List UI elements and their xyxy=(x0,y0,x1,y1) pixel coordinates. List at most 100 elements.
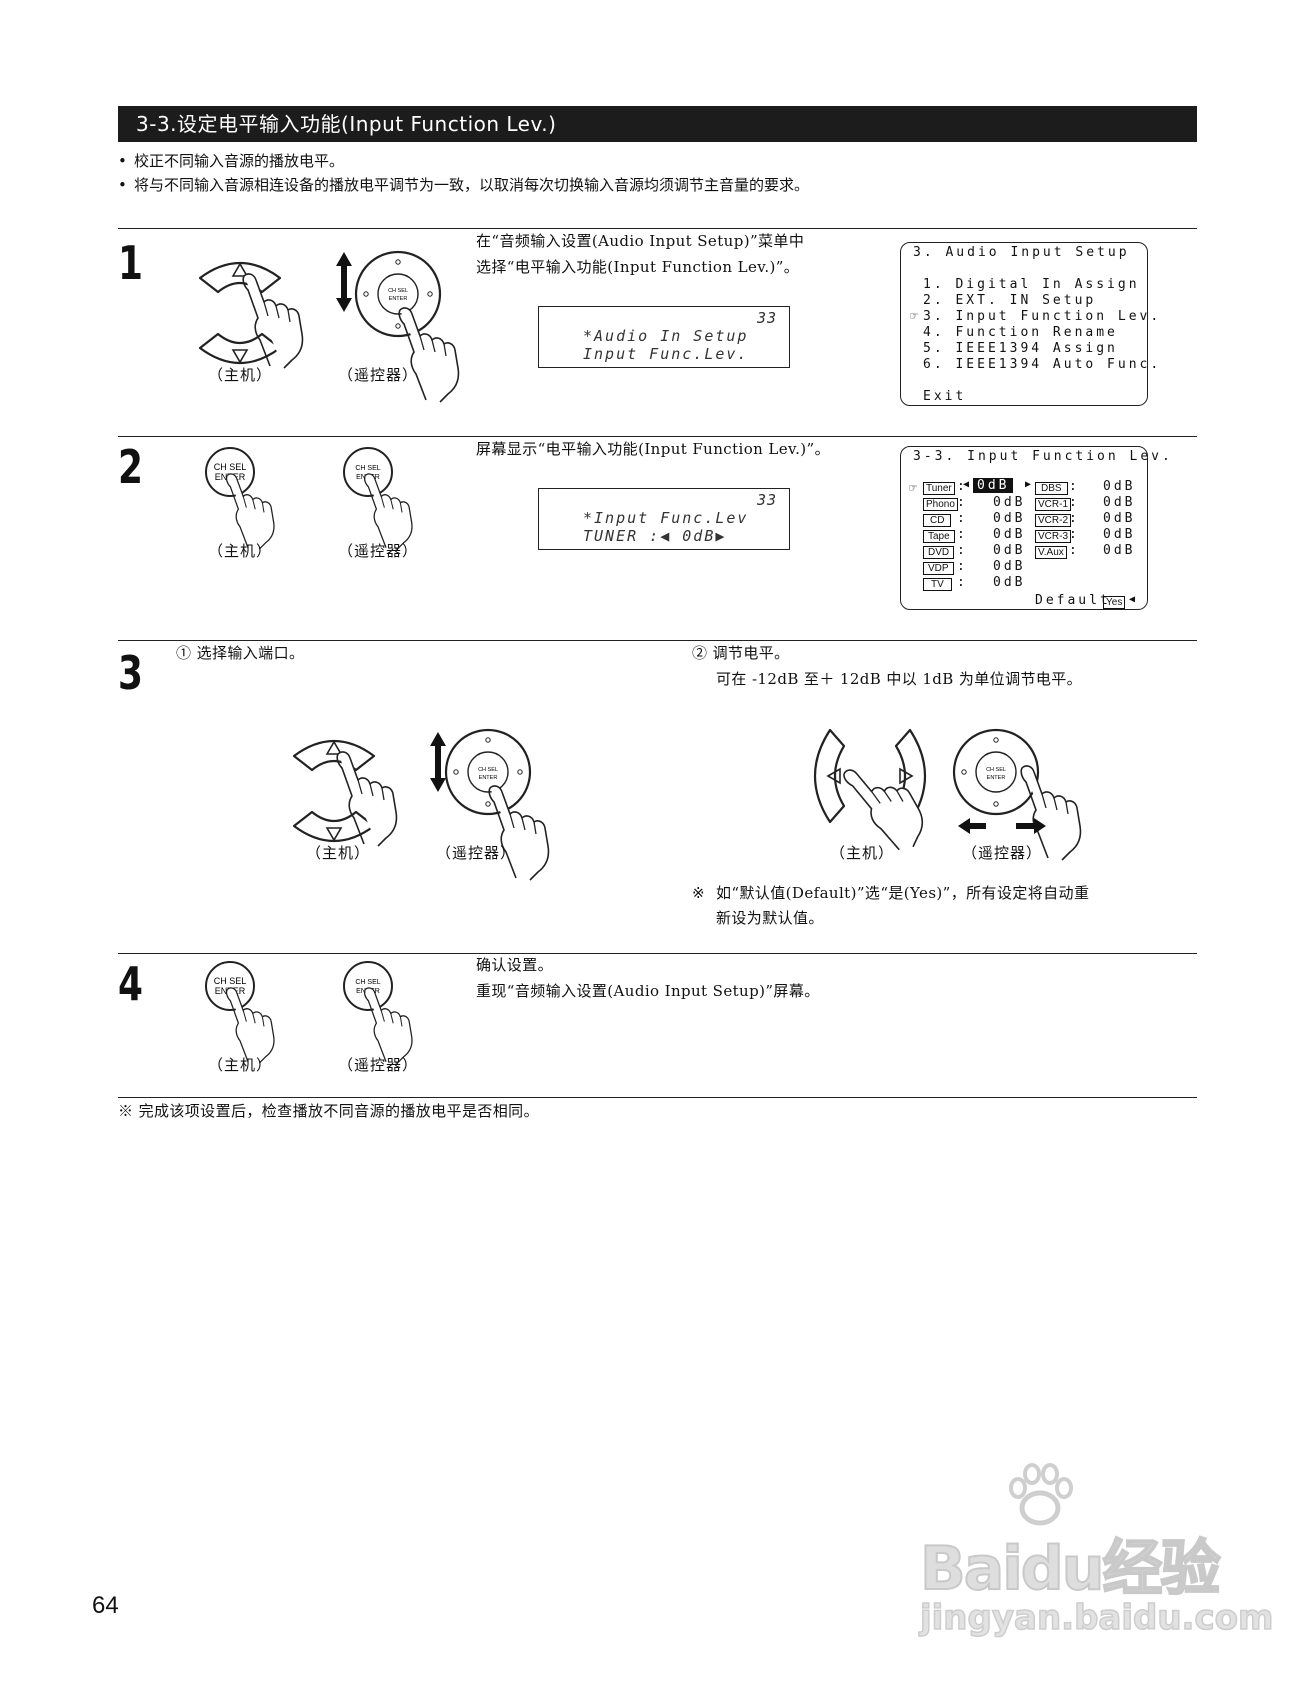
osd-source-tag: TV xyxy=(923,576,952,591)
osd-level-value: 0dB xyxy=(993,527,1026,542)
main-unit-enter-illustration: CH SEL ENTER xyxy=(205,961,275,1064)
osd-level-value: 0dB xyxy=(1103,511,1136,526)
section-title-bar: 3-3.设定电平输入功能(Input Function Lev.) xyxy=(118,106,1197,142)
ch-sel-label: CH SEL xyxy=(214,462,247,472)
osd-source-tag: Phono xyxy=(923,496,958,511)
step2-text: 屏幕显示“电平输入功能(Input Function Lev.)”。 xyxy=(476,440,831,458)
caption-main-unit: （主机） xyxy=(208,1056,273,1074)
step3-note-line: 新设为默认值。 xyxy=(716,909,824,927)
divider xyxy=(118,1097,1197,1098)
osd-source-tag: Tape xyxy=(923,528,955,543)
remote-pad-illustration: CH SEL ENTER xyxy=(336,250,460,403)
enter-label: ENTER xyxy=(389,296,408,302)
osd-menu-item: 2. EXT. IN Setup xyxy=(923,293,1097,308)
ch-sel-label: CH SEL xyxy=(986,767,1006,773)
divider xyxy=(118,640,1197,641)
osd-menu-item: 6. IEEE1394 Auto Func. xyxy=(923,357,1162,372)
lcd-line2: Input Func.Lev. xyxy=(583,345,749,363)
lcd-number: 33 xyxy=(756,491,777,509)
left-arrow-icon: ◀ xyxy=(1129,594,1136,605)
enter-label: ENTER xyxy=(479,775,498,781)
caption-main-unit: （主机） xyxy=(208,542,273,560)
osd-source-tag: VCR-2 xyxy=(1035,512,1072,527)
osd-default-value: Yes xyxy=(1103,594,1126,609)
osd-source-tag: Tuner xyxy=(923,480,955,495)
divider xyxy=(118,436,1197,437)
ch-sel-label: CH SEL xyxy=(355,979,380,986)
osd-level-value: 0dB xyxy=(993,559,1026,574)
osd-source-tag: VDP xyxy=(923,560,954,575)
osd-source-tag: CD xyxy=(923,512,952,527)
main-unit-enter-illustration: CH SEL ENTER xyxy=(205,447,275,550)
caption-remote: （遥控器） xyxy=(436,844,517,862)
osd-menu-item: 5. IEEE1394 Assign xyxy=(923,341,1118,356)
remote-pad-illustration: CH SEL ENTER xyxy=(952,728,1082,861)
watermark-brand: Baidu经验 xyxy=(919,1533,1221,1605)
cursor-hand-icon: ☞ xyxy=(909,481,917,496)
ch-sel-label: CH SEL xyxy=(478,767,498,773)
remote-enter-illustration: CH SEL ENTER xyxy=(343,961,413,1064)
osd-title: 3-3. Input Function Lev. xyxy=(913,449,1173,464)
osd-source-tag: V.Aux xyxy=(1035,544,1067,559)
osd-level-value: 0dB xyxy=(1103,495,1136,510)
paw-logo-icon xyxy=(1009,1463,1073,1526)
enter-label: ENTER xyxy=(987,775,1006,781)
right-arrow-icon: ▶ xyxy=(1025,479,1032,490)
lcd-line1: *Input Func.Lev xyxy=(583,509,749,527)
lcd-display: 33 *Input Func.Lev TUNER :◀ 0dB▶ xyxy=(538,488,790,550)
step-number: 1 xyxy=(118,236,143,290)
osd-menu-item: 4. Function Rename xyxy=(923,325,1118,340)
main-unit-leftright-keys-illustration xyxy=(814,728,932,862)
lcd-number: 33 xyxy=(756,309,777,327)
main-unit-updown-keys-illustration xyxy=(198,261,304,369)
remote-pad-illustration: CH SEL ENTER xyxy=(430,728,550,881)
osd-level-value: 0dB xyxy=(1103,543,1136,558)
osd-source-tag: VCR-3 xyxy=(1035,528,1072,543)
lcd-line1: *Audio In Setup xyxy=(583,327,749,345)
osd-audio-input-setup: 3. Audio Input Setup 1. Digital In Assig… xyxy=(900,242,1158,406)
note-mark: ※ xyxy=(692,884,705,902)
osd-level-value: 0dB xyxy=(993,575,1026,590)
osd-level-value: 0dB xyxy=(993,511,1026,526)
osd-level-value: 0dB xyxy=(1103,527,1136,542)
osd-title: 3. Audio Input Setup xyxy=(913,245,1130,260)
step4-text-line: 重现“音频输入设置(Audio Input Setup)”屏幕。 xyxy=(476,982,820,1000)
step3-sub2: ② 调节电平。 xyxy=(692,644,790,662)
watermark-url: jingyan.baidu.com xyxy=(919,1597,1274,1639)
caption-remote: （遥控器） xyxy=(338,542,419,560)
step1-text-line: 选择“电平输入功能(Input Function Lev.)”。 xyxy=(476,258,800,276)
divider xyxy=(118,953,1197,954)
osd-default-label: Default xyxy=(1035,593,1111,608)
osd-source-tag: VCR-1 xyxy=(1035,496,1072,511)
left-arrow-icon: ◀ xyxy=(963,479,970,490)
lcd-display: 33 *Audio In Setup Input Func.Lev. xyxy=(538,306,790,368)
bullet-item: •将与不同输入音源相连设备的播放电平调节为一致，以取消每次切换输入音源均须调节主… xyxy=(118,176,810,194)
ch-sel-label: CH SEL xyxy=(388,288,408,294)
caption-main-unit: （主机） xyxy=(306,844,371,862)
caption-remote: （遥控器） xyxy=(962,844,1043,862)
osd-menu-item-selected: 3. Input Function Lev. xyxy=(923,309,1162,324)
remote-enter-illustration: CH SEL ENTER xyxy=(343,447,413,550)
step4-text-line: 确认设置。 xyxy=(476,956,554,974)
ch-sel-label: CH SEL xyxy=(214,976,247,986)
footnote: ※ 完成该项设置后，检查播放不同音源的播放电平是否相同。 xyxy=(118,1102,539,1120)
caption-main-unit: （主机） xyxy=(208,366,273,384)
osd-level-value: 0dB xyxy=(993,495,1026,510)
step-number: 2 xyxy=(118,440,143,494)
osd-source-tag: DBS xyxy=(1035,480,1068,495)
step-number: 3 xyxy=(118,646,143,700)
lcd-line2: TUNER :◀ 0dB▶ xyxy=(583,527,727,545)
cursor-hand-icon: ☞ xyxy=(910,309,918,324)
bullet-item: •校正不同输入音源的播放电平。 xyxy=(118,152,345,170)
divider xyxy=(118,228,1197,229)
osd-exit: Exit xyxy=(923,389,967,404)
caption-main-unit: （主机） xyxy=(830,844,895,862)
caption-remote: （遥控器） xyxy=(338,1056,419,1074)
page-number: 64 xyxy=(92,1592,119,1619)
step1-text-line: 在“音频输入设置(Audio Input Setup)”菜单中 xyxy=(476,232,805,250)
caption-remote: （遥控器） xyxy=(338,366,419,384)
osd-input-function-lev: 3-3. Input Function Lev. ☞ Tuner Phono C… xyxy=(900,446,1170,610)
step-number: 4 xyxy=(118,957,143,1011)
osd-level-value: 0dB xyxy=(993,543,1026,558)
main-unit-updown-keys-illustration xyxy=(292,739,398,847)
